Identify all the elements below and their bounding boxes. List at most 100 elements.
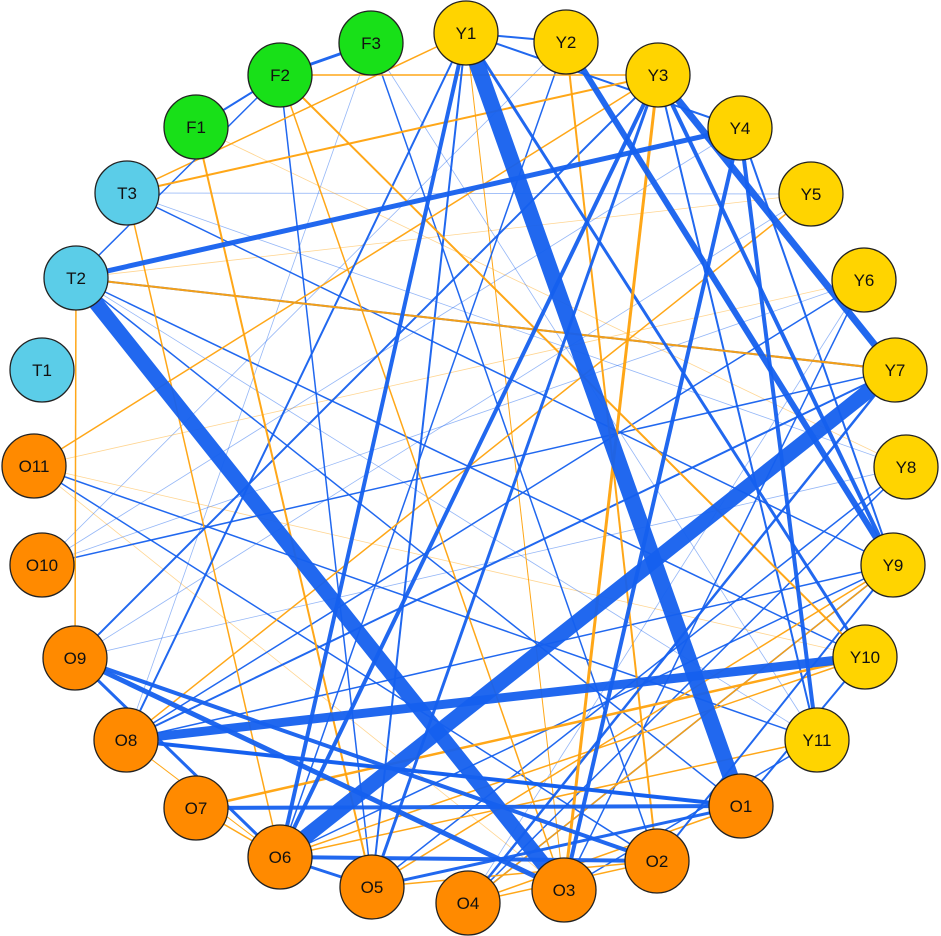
node-o3[interactable]: O3 xyxy=(531,857,597,923)
node-y2[interactable]: Y2 xyxy=(533,9,599,75)
edge-T2-O9 xyxy=(74,277,77,659)
node-circle xyxy=(338,10,404,76)
node-o10[interactable]: O10 xyxy=(9,532,75,598)
node-label: O5 xyxy=(361,878,384,897)
node-label: Y4 xyxy=(730,119,751,138)
node-circle xyxy=(707,95,773,161)
node-t1[interactable]: T1 xyxy=(9,337,75,403)
node-o2[interactable]: O2 xyxy=(624,828,690,894)
edge-Y4-T2 xyxy=(75,125,741,281)
node-f3[interactable]: F3 xyxy=(338,10,404,76)
node-o7[interactable]: O7 xyxy=(163,775,229,841)
node-f2[interactable]: F2 xyxy=(247,42,313,108)
edge-T3-O6 xyxy=(126,192,281,858)
node-t3[interactable]: T3 xyxy=(94,160,160,226)
node-circle xyxy=(163,94,229,160)
edge-Y9-O2 xyxy=(656,564,894,862)
node-y11[interactable]: Y11 xyxy=(784,707,850,773)
node-y6[interactable]: Y6 xyxy=(831,247,897,313)
edge-F2-O3 xyxy=(279,74,565,891)
edge-F2-Y10 xyxy=(279,74,866,658)
node-label: O4 xyxy=(457,894,480,913)
node-circle xyxy=(42,625,108,691)
node-label: O2 xyxy=(646,852,669,871)
edge-O8-O1 xyxy=(125,738,742,808)
node-label: O1 xyxy=(730,797,753,816)
edge-O11-O3 xyxy=(33,465,565,891)
node-circle xyxy=(435,870,501,936)
edge-Y4-Y11 xyxy=(738,127,819,741)
edge-O2-O5 xyxy=(371,860,658,888)
node-y4[interactable]: Y4 xyxy=(707,95,773,161)
edge-Y10-O8 xyxy=(125,652,866,745)
edge-O8-Y1 xyxy=(125,32,467,741)
node-label: F2 xyxy=(270,66,290,85)
node-label: O8 xyxy=(115,731,138,750)
edge-Y10-O6 xyxy=(279,656,866,858)
node-circle xyxy=(624,828,690,894)
edge-Y1-O3 xyxy=(465,32,565,891)
node-label: Y1 xyxy=(456,24,477,43)
node-y10[interactable]: Y10 xyxy=(832,624,898,690)
node-circle xyxy=(831,247,897,313)
node-o5[interactable]: O5 xyxy=(339,854,405,920)
node-label: Y9 xyxy=(883,556,904,575)
node-label: T1 xyxy=(32,361,52,380)
node-f1[interactable]: F1 xyxy=(163,94,229,160)
edge-Y8-O9 xyxy=(74,466,907,659)
node-label: T3 xyxy=(117,184,137,203)
edge-O9-O6 xyxy=(73,656,282,859)
node-label: Y2 xyxy=(556,33,577,52)
node-label: Y3 xyxy=(648,66,669,85)
edge-Y1-O1 xyxy=(458,30,749,809)
node-label: Y6 xyxy=(854,271,875,290)
node-y8[interactable]: Y8 xyxy=(873,434,939,500)
node-circle xyxy=(163,775,229,841)
edge-O9-Y3 xyxy=(74,74,659,659)
edge-O11-Y3 xyxy=(33,74,659,467)
edge-Y6-O11 xyxy=(33,279,865,467)
node-circle xyxy=(94,160,160,226)
node-o4[interactable]: O4 xyxy=(435,870,501,936)
node-label: O7 xyxy=(185,799,208,818)
edge-Y3-O3 xyxy=(562,74,660,891)
node-o8[interactable]: O8 xyxy=(93,707,159,773)
edge-T2-O1 xyxy=(75,277,742,807)
node-y3[interactable]: Y3 xyxy=(625,42,691,108)
edge-Y7-O6 xyxy=(275,364,900,863)
node-o9[interactable]: O9 xyxy=(42,625,108,691)
node-y7[interactable]: Y7 xyxy=(862,337,928,403)
node-circle xyxy=(860,532,926,598)
node-label: O10 xyxy=(26,556,58,575)
node-t2[interactable]: T2 xyxy=(43,245,109,311)
node-y1[interactable]: Y1 xyxy=(433,0,499,66)
edge-Y5-O9 xyxy=(74,193,812,659)
node-circle xyxy=(43,245,109,311)
edge-Y4-Y9 xyxy=(739,127,894,566)
node-circle xyxy=(832,624,898,690)
node-o6[interactable]: O6 xyxy=(247,824,313,890)
edge-O9-O3 xyxy=(73,655,566,893)
edge-layer xyxy=(33,30,907,904)
node-circle xyxy=(339,854,405,920)
node-o1[interactable]: O1 xyxy=(708,773,774,839)
node-y5[interactable]: Y5 xyxy=(778,161,844,227)
node-circle xyxy=(433,0,499,66)
node-label: Y11 xyxy=(803,731,832,750)
node-y9[interactable]: Y9 xyxy=(860,532,926,598)
edge-O1-O5 xyxy=(371,804,742,889)
edge-O5-Y1 xyxy=(371,32,467,888)
edge-O3-Y4 xyxy=(562,127,742,891)
edge-Y3-Y9 xyxy=(656,74,895,566)
node-circle xyxy=(1,433,67,499)
node-o11[interactable]: O11 xyxy=(1,433,67,499)
edge-Y11-O3 xyxy=(563,739,818,891)
node-label: O3 xyxy=(553,881,576,900)
node-circle xyxy=(708,773,774,839)
edge-Y6-O8 xyxy=(125,279,865,741)
edge-Y3-Y7 xyxy=(655,72,898,373)
edge-T3-Y3 xyxy=(126,74,659,194)
node-label: T2 xyxy=(66,269,86,288)
